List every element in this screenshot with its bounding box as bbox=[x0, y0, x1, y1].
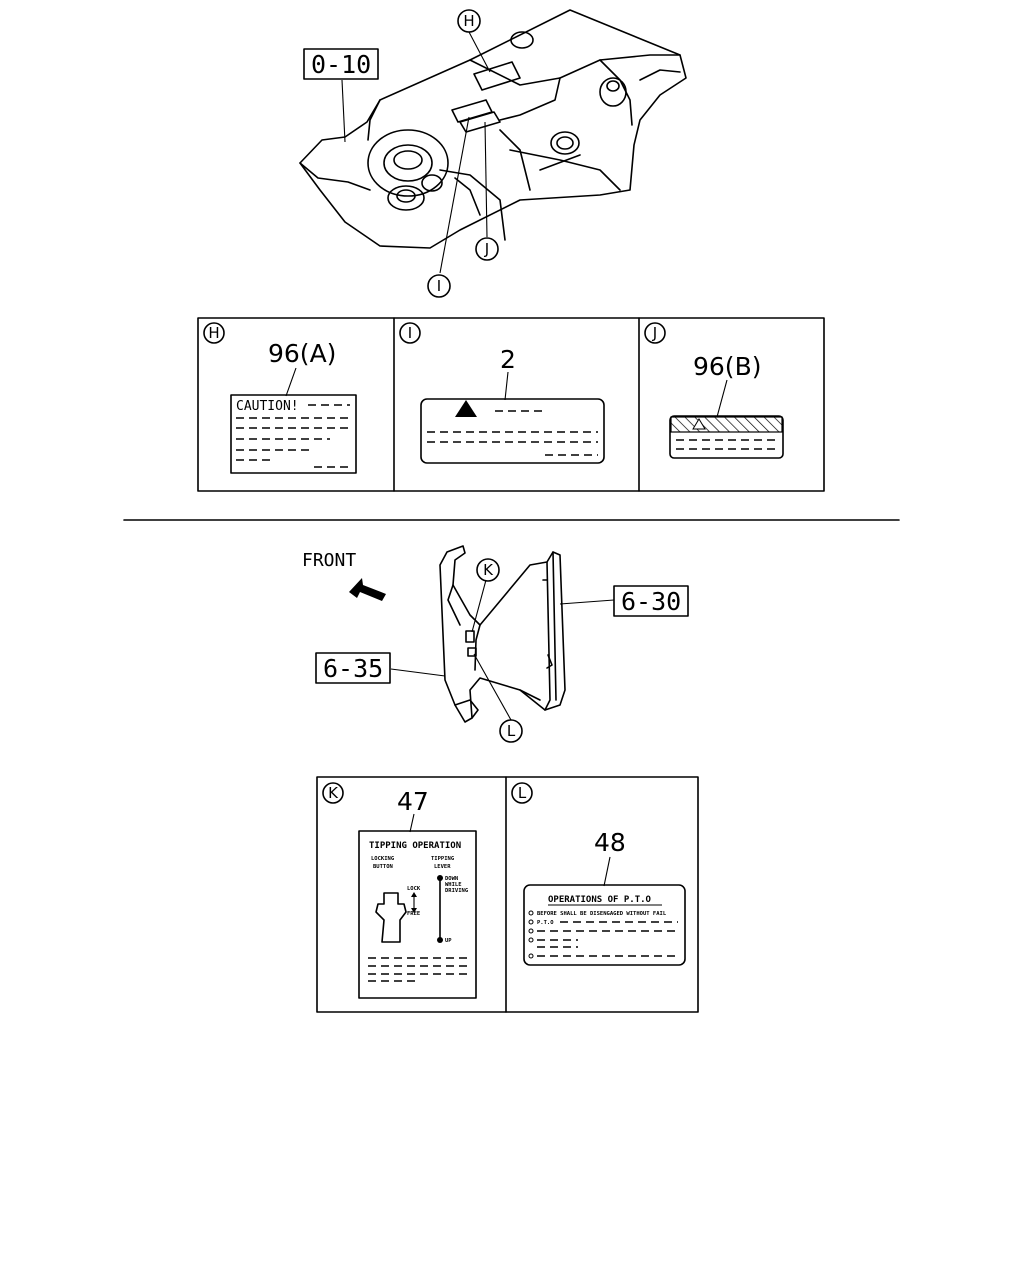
callout-h-top: H bbox=[457, 9, 481, 33]
svg-text:LOCKING: LOCKING bbox=[371, 856, 395, 862]
svg-text:LEVER: LEVER bbox=[434, 864, 451, 870]
callout-i-top: I bbox=[427, 274, 451, 298]
ref-code-0-10: 0-10 bbox=[311, 50, 371, 79]
chassis-drawing bbox=[299, 9, 687, 274]
callout-k-mid: K bbox=[476, 558, 500, 582]
front-arrow-icon bbox=[349, 578, 386, 601]
label-panel-h: H 96(A) CAUTION! bbox=[203, 322, 357, 474]
svg-text:J: J bbox=[484, 240, 489, 258]
front-label: FRONT bbox=[302, 550, 356, 571]
tipping-title: TIPPING OPERATION bbox=[369, 841, 461, 851]
label-panel-l: L 48 OPERATIONS OF P.T.O BEFORE SHALL BE… bbox=[511, 782, 686, 966]
svg-text:UP: UP bbox=[445, 938, 452, 944]
svg-text:DOWN: DOWN bbox=[445, 876, 458, 882]
warning-triangle-icon-small bbox=[692, 418, 706, 430]
label-panel-j: J 96(B) bbox=[644, 322, 784, 459]
callout-i-panel: I bbox=[408, 324, 412, 342]
label-l-location bbox=[467, 647, 477, 657]
front-indicator: FRONT bbox=[302, 550, 386, 601]
label-h-location bbox=[473, 61, 521, 91]
caution-label bbox=[230, 394, 357, 474]
ref-box-0-10: 0-10 bbox=[303, 48, 379, 80]
callout-h-panel: H bbox=[208, 324, 219, 342]
part-number-96a: 96(A) bbox=[268, 339, 336, 368]
warning-triangle-icon bbox=[455, 400, 477, 417]
tipping-operation-label bbox=[358, 830, 477, 999]
label-j-location bbox=[459, 111, 501, 133]
ref-box-6-30: 6-30 bbox=[613, 585, 689, 617]
locking-button-icon bbox=[375, 892, 407, 943]
part-number-47: 47 bbox=[397, 787, 429, 816]
svg-text:DRIVING: DRIVING bbox=[445, 888, 469, 894]
warning-label bbox=[420, 398, 605, 464]
callout-k-panel: K bbox=[328, 784, 339, 802]
part-number-96b: 96(B) bbox=[693, 352, 761, 381]
svg-text:K: K bbox=[483, 561, 494, 579]
ref-code-6-30: 6-30 bbox=[621, 587, 681, 616]
label-k-location bbox=[465, 630, 475, 643]
svg-text:BEFORE SHALL BE DISENGAGED WIT: BEFORE SHALL BE DISENGAGED WITHOUT FAIL bbox=[537, 911, 667, 917]
callout-j-top: J bbox=[475, 237, 499, 261]
svg-text:LOCK: LOCK bbox=[407, 886, 421, 892]
ref-code-6-35: 6-35 bbox=[323, 654, 383, 683]
svg-text:I: I bbox=[437, 277, 441, 295]
caution-heading: CAUTION! bbox=[236, 399, 299, 414]
svg-text:L: L bbox=[507, 722, 516, 740]
ref-box-6-35: 6-35 bbox=[315, 652, 391, 684]
callout-l-mid: L bbox=[499, 719, 523, 743]
label-table-bottom bbox=[316, 776, 699, 1013]
svg-text:FREE: FREE bbox=[407, 911, 420, 917]
pto-title: OPERATIONS OF P.T.O bbox=[548, 895, 652, 905]
hatched-label bbox=[669, 415, 784, 459]
svg-text:WHILE: WHILE bbox=[445, 882, 462, 888]
svg-text:TIPPING: TIPPING bbox=[431, 856, 455, 862]
cab-panel-drawing bbox=[390, 545, 615, 723]
svg-text:BUTTON: BUTTON bbox=[373, 864, 393, 870]
callout-l-panel: L bbox=[518, 784, 527, 802]
label-table-top bbox=[197, 317, 825, 492]
label-panel-k: K 47 TIPPING OPERATION LOCKING BUTTON TI… bbox=[322, 782, 477, 999]
label-panel-i: I 2 bbox=[399, 322, 605, 464]
callout-j-panel: J bbox=[652, 324, 657, 342]
svg-text:P.T.O: P.T.O bbox=[537, 920, 554, 926]
svg-text:H: H bbox=[463, 12, 474, 30]
pto-operations-label bbox=[523, 884, 686, 966]
part-number-48: 48 bbox=[594, 828, 626, 857]
part-number-2: 2 bbox=[500, 345, 516, 374]
